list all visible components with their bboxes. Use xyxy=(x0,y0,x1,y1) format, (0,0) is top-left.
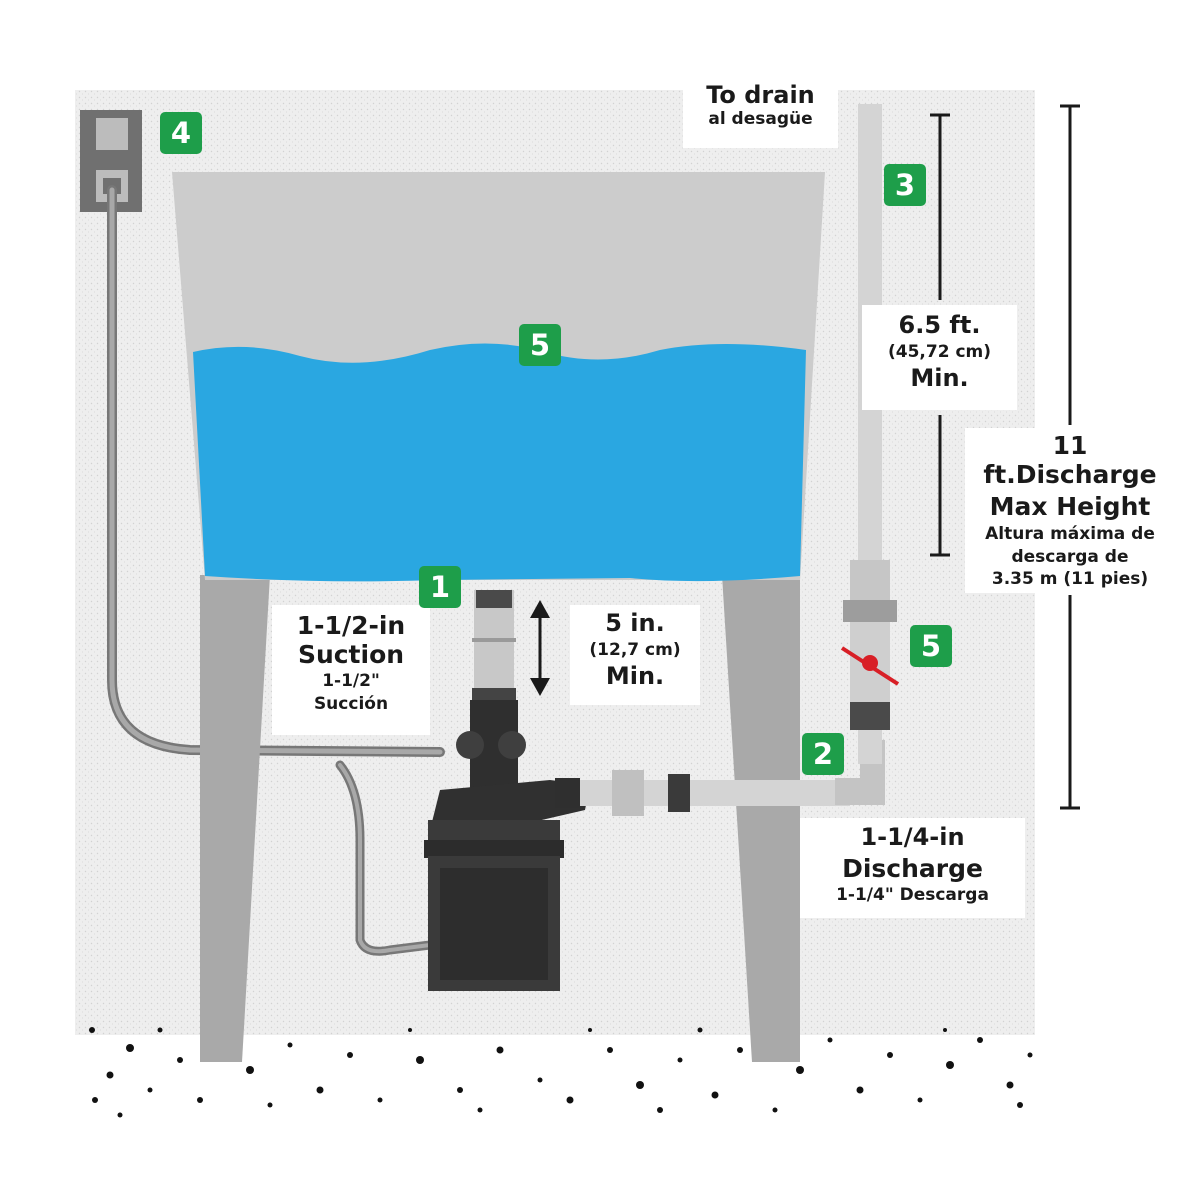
discharge-label-bg xyxy=(800,818,1025,918)
vertical-min-value: 6.5 ft. xyxy=(898,311,981,339)
drain-label: To drain al desagüe xyxy=(683,81,838,129)
tub-leg-left xyxy=(200,575,270,1062)
vertical-min-label: 6.5 ft. (45,72 cm) Min. xyxy=(862,311,1017,393)
inlet-height-metric: (12,7 cm) xyxy=(589,639,681,660)
suction-size: 1-1/2-in xyxy=(296,611,406,640)
suction-title: Suction xyxy=(297,639,405,669)
badge-drain-pipe: 3 xyxy=(884,164,926,206)
max-height-es-3: 3.35 m (11 pies) xyxy=(991,569,1149,590)
inlet-height-value: 5 in. xyxy=(605,609,665,637)
suction-label: 1-1/2-in Suction 1-1/2" Succión xyxy=(272,611,430,715)
max-height-title: 11 ft.Discharge xyxy=(983,431,1157,489)
max-height-bracket xyxy=(1060,104,1080,810)
inlet-height-label: 5 in. (12,7 cm) Min. xyxy=(570,609,700,691)
drain-label-es: al desagüe xyxy=(708,108,813,129)
discharge-es: 1-1/4" Descarga xyxy=(836,885,989,906)
suction-label-bg xyxy=(272,605,430,735)
max-height-subtitle: Max Height xyxy=(989,491,1151,521)
power-cord-inner xyxy=(109,187,443,755)
water xyxy=(193,343,806,582)
suction-title-es: Succión xyxy=(313,694,389,715)
utility-pump xyxy=(424,700,590,991)
max-height-es-2: descarga de xyxy=(1011,546,1129,567)
drain-label-en: To drain xyxy=(706,81,815,109)
discharge-size: 1-1/4-in xyxy=(860,823,965,851)
drain-label-bg xyxy=(683,78,838,148)
tub-leg-right xyxy=(722,575,800,1062)
check-valve xyxy=(840,560,900,730)
badge-water-level: 5 xyxy=(519,324,561,366)
vertical-min-min: Min. xyxy=(910,364,969,393)
badge-suction-inlet: 1 xyxy=(419,566,461,608)
badge-check-valve: 5 xyxy=(910,625,952,667)
inlet-height-min: Min. xyxy=(605,662,665,691)
max-height-es-1: Altura máxima de xyxy=(985,524,1155,545)
vertical-min-bracket xyxy=(930,113,950,557)
suction-size-es: 1-1/2" xyxy=(322,670,380,691)
discharge-label: 1-1/4-in Discharge 1-1/4" Descarga xyxy=(800,823,1025,906)
floor-gravel xyxy=(89,1027,1033,1118)
vertical-min-label-bg xyxy=(862,305,1017,410)
discharge-title: Discharge xyxy=(842,853,983,883)
badge-discharge-elbow: 2 xyxy=(802,733,844,775)
inlet-height-arrow xyxy=(530,600,550,696)
vertical-min-metric: (45,72 cm) xyxy=(887,341,992,362)
max-height-label-bg xyxy=(965,428,1175,593)
max-height-label: 11 ft.Discharge Max Height Altura máxima… xyxy=(965,431,1175,590)
inlet-height-label-bg xyxy=(570,605,700,705)
badge-outlet: 4 xyxy=(160,112,202,154)
